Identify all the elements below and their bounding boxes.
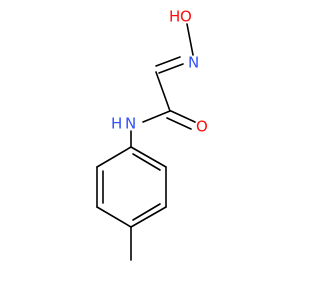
ring-inner-bond-2 <box>132 203 161 221</box>
ring-bond-3 <box>130 206 167 228</box>
bond-c-c <box>155 71 171 112</box>
carbonyl-oxygen-label: O <box>196 118 208 136</box>
bond-c-o-carbonyl-2 <box>166 117 192 130</box>
bonds <box>96 23 196 261</box>
amide-hydrogen-label: H <box>111 115 122 133</box>
bond-n-c-oxime-1 <box>158 63 184 74</box>
bond-n-c-oxime-2 <box>155 56 181 67</box>
bond-c-o-carbonyl-1 <box>170 110 196 123</box>
ring-bond-4 <box>96 206 132 228</box>
hydroxyl-oxygen-label: O <box>180 8 192 26</box>
atom-labels: H O N O H N <box>111 8 208 136</box>
hydroxyl-hydrogen-label: H <box>169 8 180 26</box>
ring-bond-6 <box>96 146 132 168</box>
bond-c-n-amide <box>142 110 171 123</box>
oxime-nitrogen-label: N <box>188 54 199 72</box>
ring-bond-1 <box>130 146 167 168</box>
molecule-structure: H O N O H N <box>96 8 208 261</box>
bond-o-n-oxime <box>186 23 194 56</box>
amide-nitrogen-label: N <box>125 115 136 133</box>
ring-inner-bond-1 <box>132 153 161 171</box>
